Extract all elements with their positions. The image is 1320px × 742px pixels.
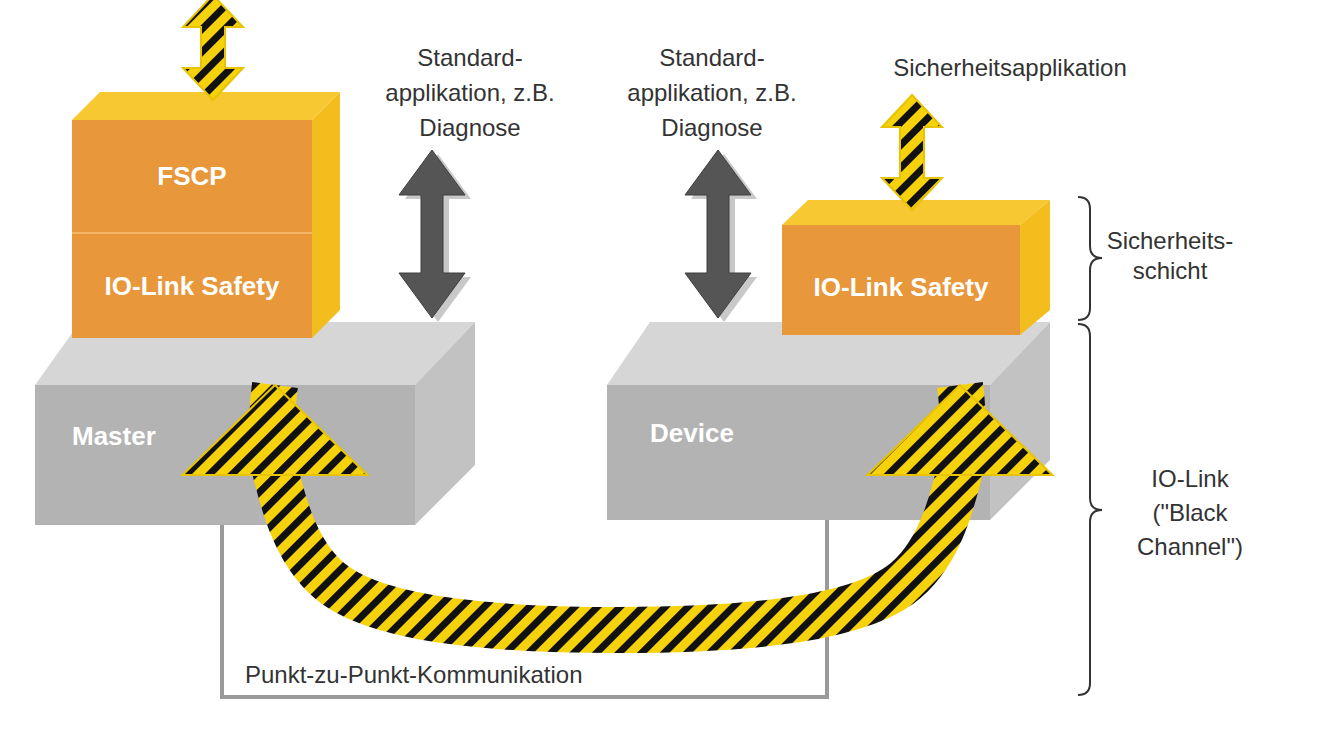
annotation-label: IO-Link ("Black Channel") [1129, 462, 1251, 564]
safety-layer-box: IO-Link Safety [72, 232, 312, 338]
safety-side-face [312, 92, 340, 338]
node-label: FSCP [157, 161, 226, 192]
connector-label: Punkt-zu-Punkt-Kommunikation [245, 660, 582, 690]
double-arrow [685, 150, 751, 318]
node-label: IO-Link Safety [105, 271, 280, 302]
node-label: Device [650, 418, 734, 449]
safety-layer-box: FSCP [72, 120, 312, 232]
arrow-head [183, 385, 368, 475]
double-arrow [399, 150, 465, 318]
master-side-face [415, 322, 475, 525]
annotation-label: Sicherheits- schicht [1100, 226, 1240, 286]
safety-side-face [1020, 200, 1050, 335]
annotation-label: Standard- applikation, z.B. Diagnose [625, 40, 800, 145]
connector-group [222, 520, 827, 697]
brace [1078, 197, 1102, 320]
annotation-label: Standard- applikation, z.B. Diagnose [383, 40, 558, 145]
node-label: Master [72, 421, 156, 452]
node-label: IO-Link Safety [814, 272, 989, 303]
safety-double-arrow [183, 0, 243, 100]
safety-double-arrow [882, 95, 942, 210]
device-side-face [990, 322, 1050, 520]
arrow-head [868, 385, 1053, 475]
annotation-label: Sicherheitsapplikation [850, 52, 1170, 84]
brace [1078, 324, 1102, 695]
device-box: Device [607, 385, 990, 520]
master-box: Master [35, 385, 415, 525]
connector-group [183, 385, 1053, 630]
safety-top-face [72, 92, 340, 120]
connection-line [222, 520, 827, 697]
safety-layer-box: IO-Link Safety [782, 225, 1020, 335]
safety-data-arrow [272, 385, 963, 630]
